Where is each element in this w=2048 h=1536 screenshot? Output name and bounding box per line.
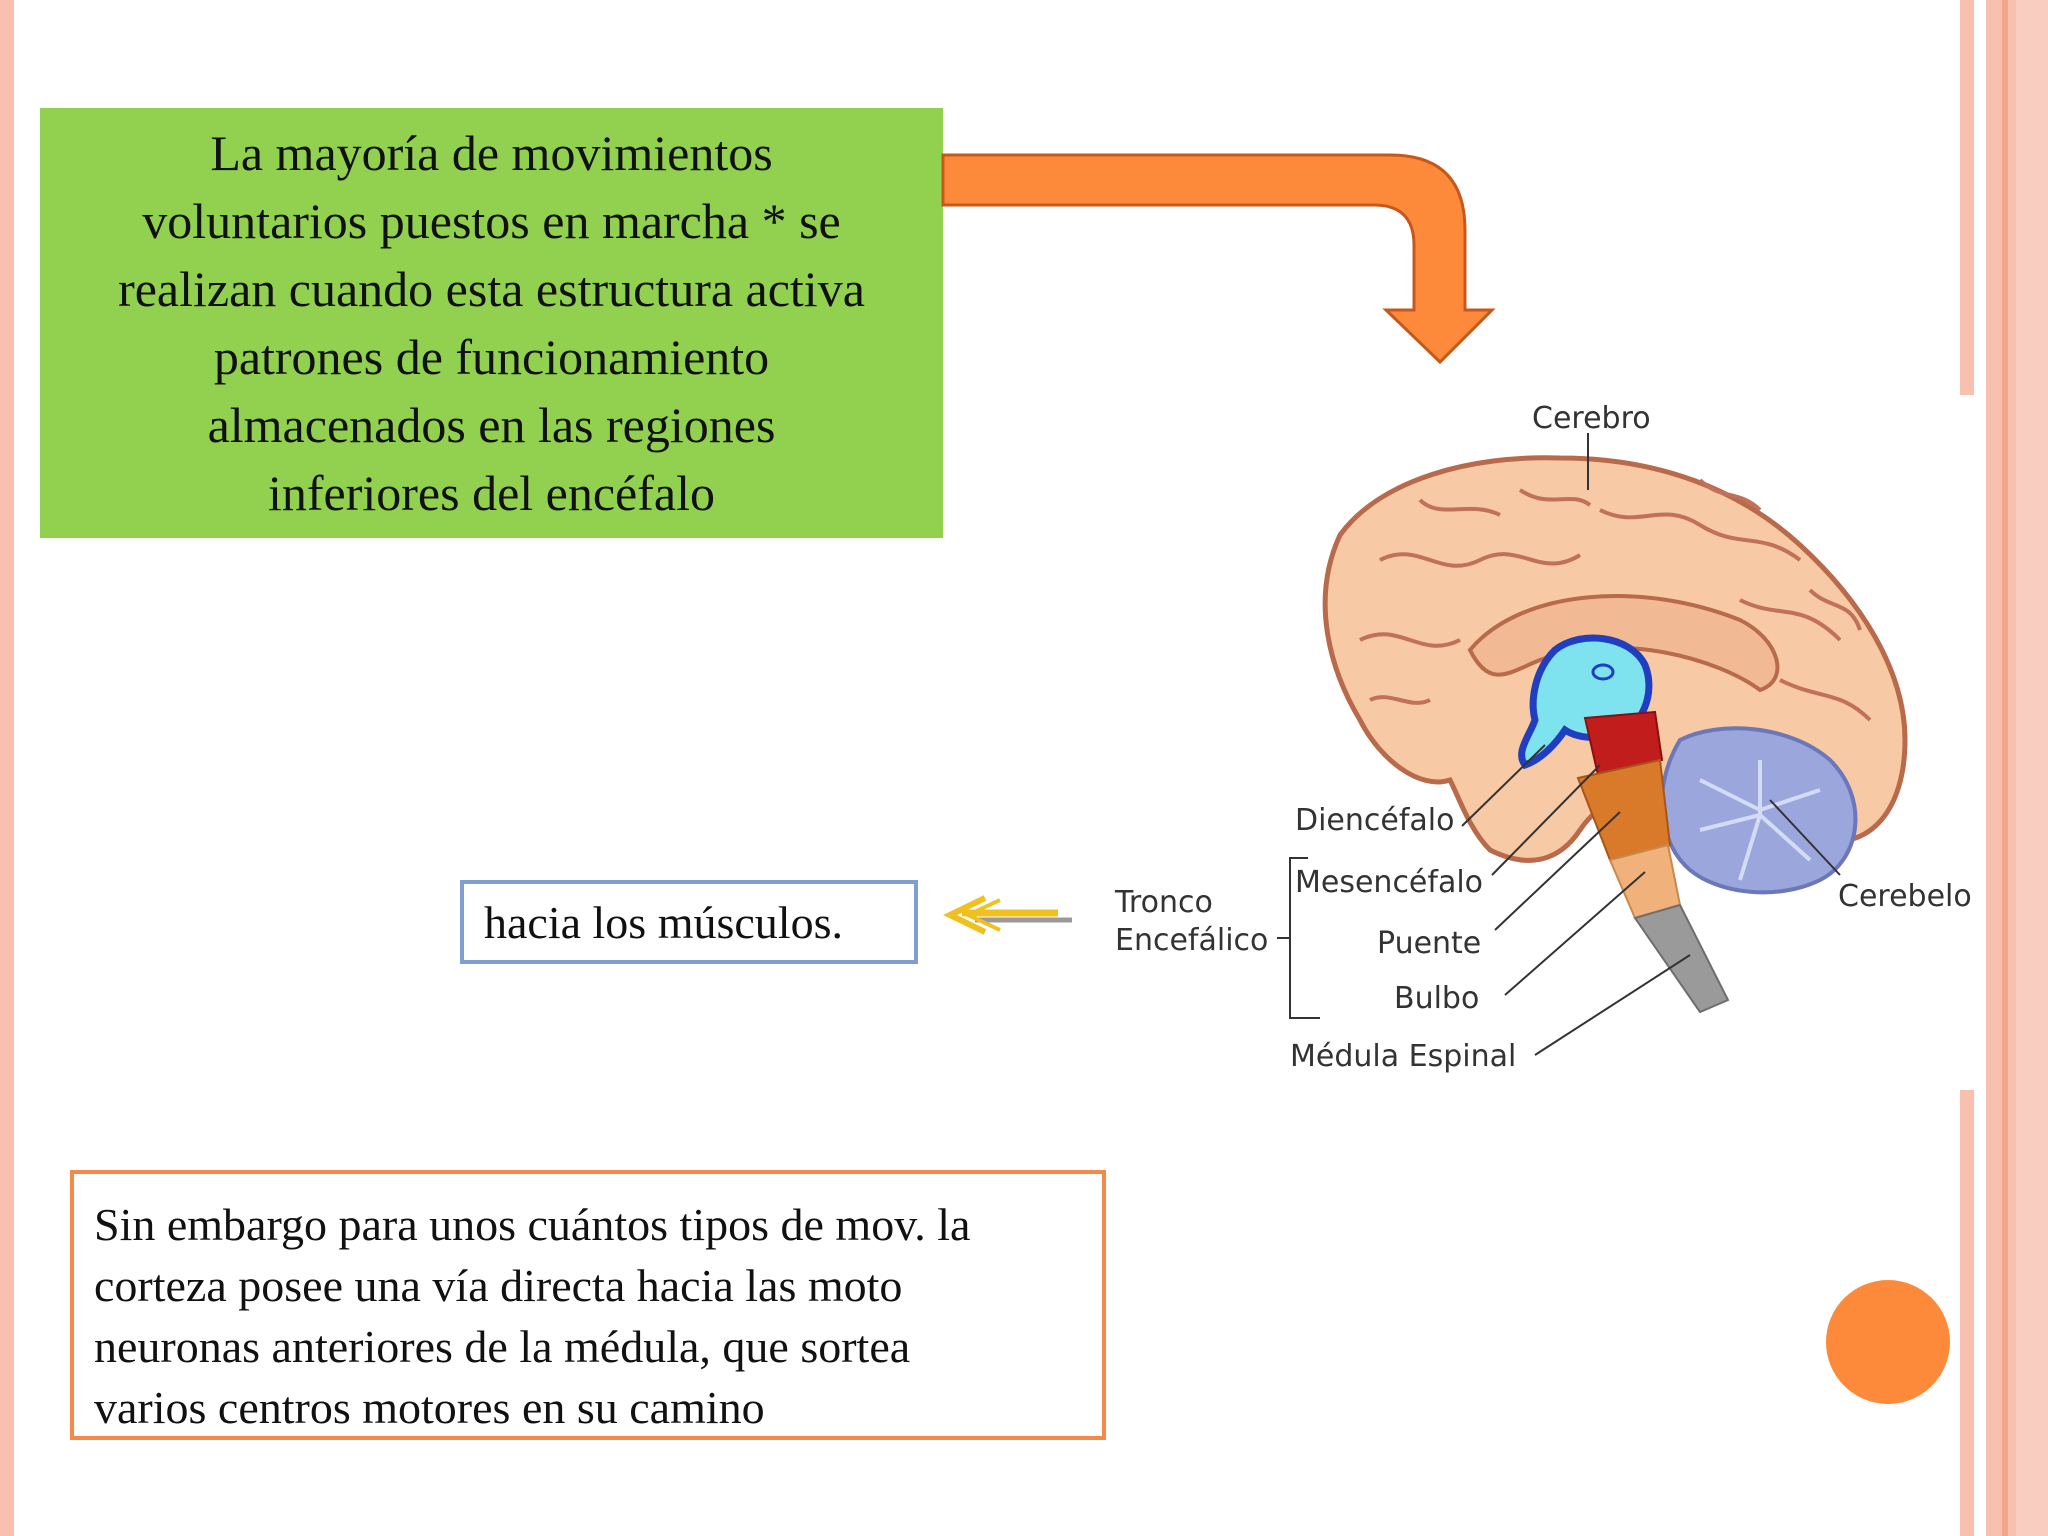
green-line: patrones de funcionamiento [213,329,770,385]
label-puente: Puente [1377,926,1481,961]
right-accent-line [2002,0,2008,1536]
label-diencefalo: Diencéfalo [1295,803,1455,838]
orange-line: varios centros motores en su camino [94,1382,765,1433]
right-accent-band-edge [2016,0,2048,1536]
label-tronco: Tronco [1114,885,1213,920]
label-cerebelo: Cerebelo [1838,879,1972,914]
green-line: voluntarios puestos en marcha * se [142,193,841,249]
pons-shape [1576,758,1672,862]
decorative-circle [1826,1280,1950,1404]
green-line: almacenados en las regiones [207,397,776,453]
cerebellum-folds [1699,760,1821,881]
green-line: inferiores del encéfalo [268,465,715,521]
orange-line: Sin embargo para unos cuántos tipos de m… [94,1199,971,1250]
green-line: realizan cuando esta estructura activa [118,261,865,317]
label-pointer-lines [1277,433,1841,1056]
direct-pathway-text: Sin embargo para unos cuántos tipos de m… [94,1194,1082,1438]
spinal-cord-shape [1633,903,1730,1014]
orange-line: neuronas anteriores de la médula, que so… [94,1321,911,1372]
brain-illustration: Cerebro Diencéfalo Mesencéfalo Tronco En… [1114,401,1972,1074]
green-line: La mayoría de movimientos [210,125,773,181]
muscles-box: hacia los músculos. [460,880,918,964]
direct-pathway-box: Sin embargo para unos cuántos tipos de m… [70,1170,1106,1440]
bent-arrow-icon [941,153,1496,365]
cortex-folds [1359,478,1872,722]
thalamus-mark [1591,663,1615,681]
label-mesencefalo: Mesencéfalo [1295,865,1483,900]
label-medula-espinal: Médula Espinal [1290,1039,1516,1074]
muscles-text: hacia los músculos. [484,896,843,948]
midbrain-shape [1583,710,1664,777]
voluntary-movement-text: La mayoría de movimientos voluntarios pu… [118,119,865,527]
left-accent-stripe [0,0,14,1536]
left-arrow-icon [943,895,1072,935]
label-encefalico: Encefálico [1115,923,1268,958]
voluntary-movement-box: La mayoría de movimientos voluntarios pu… [40,108,943,538]
orange-line: corteza posee una vía directa hacia las … [94,1260,903,1311]
label-cerebro: Cerebro [1532,401,1651,436]
label-bulbo: Bulbo [1394,981,1479,1016]
